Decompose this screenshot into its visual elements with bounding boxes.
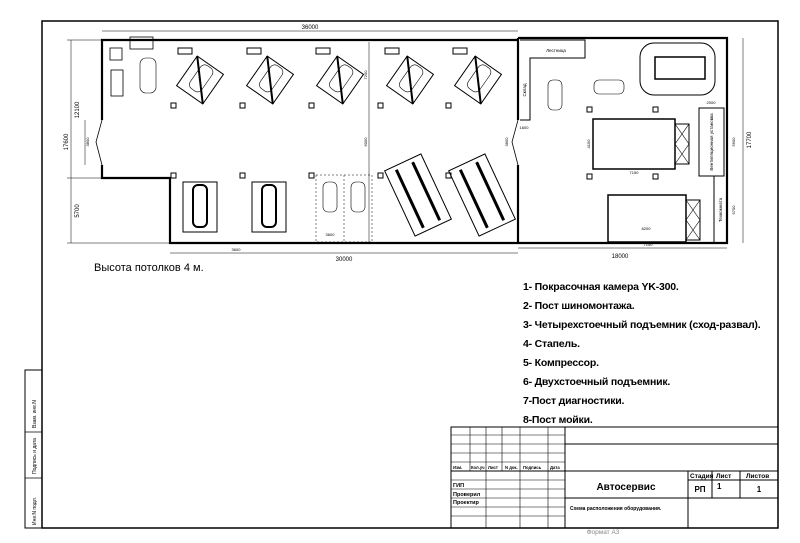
title-block bbox=[450, 426, 779, 529]
dim-booth2-w: 8200 bbox=[642, 226, 652, 231]
dim-left-total: 17600 bbox=[64, 133, 70, 150]
dim-top-total: 36000 bbox=[302, 25, 319, 31]
tb-format: Формат А3 bbox=[587, 529, 620, 536]
dim-left-upper: 12100 bbox=[75, 101, 81, 118]
tb-header: Кол.уч bbox=[471, 465, 485, 470]
legend-item: 2- Пост шиномонтажа. bbox=[523, 300, 635, 312]
tb-role: Проектир bbox=[453, 500, 480, 506]
dim-vent-w: 2000 bbox=[707, 100, 717, 105]
stair-and-warehouse bbox=[520, 39, 586, 121]
painting-frame-stapel bbox=[639, 42, 716, 96]
dim-vent-h: 5600 bbox=[731, 137, 736, 147]
dim-booth-w: 7150 bbox=[630, 170, 640, 175]
dim-booth2-len: 7150 bbox=[644, 242, 654, 247]
label-ventilation: Вентиляционная установка bbox=[709, 113, 714, 171]
tb-sheet: 1 bbox=[717, 482, 722, 491]
label-technical: Техкомната bbox=[718, 197, 723, 222]
tb-header: Дата bbox=[550, 465, 560, 470]
legend-item: 5- Компрессор. bbox=[523, 357, 599, 369]
ceiling-height-note: Высота потолков 4 м. bbox=[94, 262, 204, 274]
tb-header: Изм. bbox=[453, 465, 462, 470]
legend-item: 1- Покрасочная камера YK-300. bbox=[523, 281, 679, 293]
label-stair: Лестница bbox=[546, 48, 566, 53]
dim-wash-w: 3600 bbox=[232, 247, 242, 252]
dim-bottom-right: 18000 bbox=[612, 254, 629, 260]
dim-diag-w: 3600 bbox=[326, 232, 336, 237]
label-warehouse: Склад bbox=[522, 83, 527, 96]
dim-stair-w: 1600 bbox=[520, 125, 530, 130]
paint-booth-2 bbox=[607, 194, 687, 243]
gate-mid bbox=[511, 119, 519, 166]
two-post-lifts bbox=[383, 153, 517, 237]
tb-project: Автосервис bbox=[596, 482, 656, 493]
tb-role: ГИП bbox=[453, 483, 464, 489]
columns bbox=[170, 102, 659, 180]
equipment-legend: 1- Покрасочная камера YK-300. 2- Пост ши… bbox=[523, 278, 761, 430]
dim-door-mid: 3800 bbox=[504, 137, 509, 147]
stamp-field: Инв.N подл. bbox=[32, 497, 38, 525]
tb-sheet-title: Схема расположения оборудования. bbox=[570, 505, 662, 512]
dim-tech-h: 5700 bbox=[731, 205, 736, 215]
gate-left bbox=[95, 119, 103, 166]
sheet-frame bbox=[41, 20, 779, 529]
legend-item: 3- Четырехстоечный подъемник (сход-разва… bbox=[523, 319, 761, 331]
tb-stage: РП bbox=[694, 485, 705, 494]
tb-sheets-label: Листов bbox=[746, 473, 769, 480]
tb-header: Подпись bbox=[523, 465, 542, 470]
four-post-lifts bbox=[175, 55, 503, 105]
dim-left-lower: 5700 bbox=[75, 204, 81, 218]
tb-sheet-label: Лист bbox=[716, 473, 731, 480]
side-stamp-frame bbox=[24, 369, 43, 529]
dim-span-mid: 6000 bbox=[363, 137, 368, 147]
legend-item: 8-Пост мойки. bbox=[523, 414, 593, 426]
stamp-field: Подпись и дата bbox=[32, 438, 38, 474]
tb-sheets: 1 bbox=[757, 485, 762, 494]
dim-lift-gap: 7200 bbox=[363, 70, 368, 80]
tb-header: Лист bbox=[488, 465, 498, 470]
tb-header: N док. bbox=[505, 465, 518, 470]
tb-role: Проверил bbox=[453, 492, 481, 498]
stamp-field: Взам. инв.N bbox=[32, 400, 38, 428]
tb-stage-label: Стадия bbox=[690, 473, 714, 480]
wash-posts bbox=[182, 181, 287, 233]
dim-bottom-left: 30000 bbox=[336, 257, 353, 263]
legend-item: 6- Двухстоечный подъемник. bbox=[523, 376, 671, 388]
legend-item: 4- Стапель. bbox=[523, 338, 580, 350]
dim-right-total: 17700 bbox=[747, 131, 753, 148]
legend-item: 7-Пост диагностики. bbox=[523, 395, 625, 407]
car-outline bbox=[139, 57, 157, 94]
dim-door-left: 3800 bbox=[85, 137, 90, 147]
paint-booth-1 bbox=[592, 118, 676, 170]
ventilation-room bbox=[698, 107, 725, 177]
dim-booth-h: 4150 bbox=[586, 139, 591, 149]
diagnostic-posts bbox=[315, 174, 373, 243]
